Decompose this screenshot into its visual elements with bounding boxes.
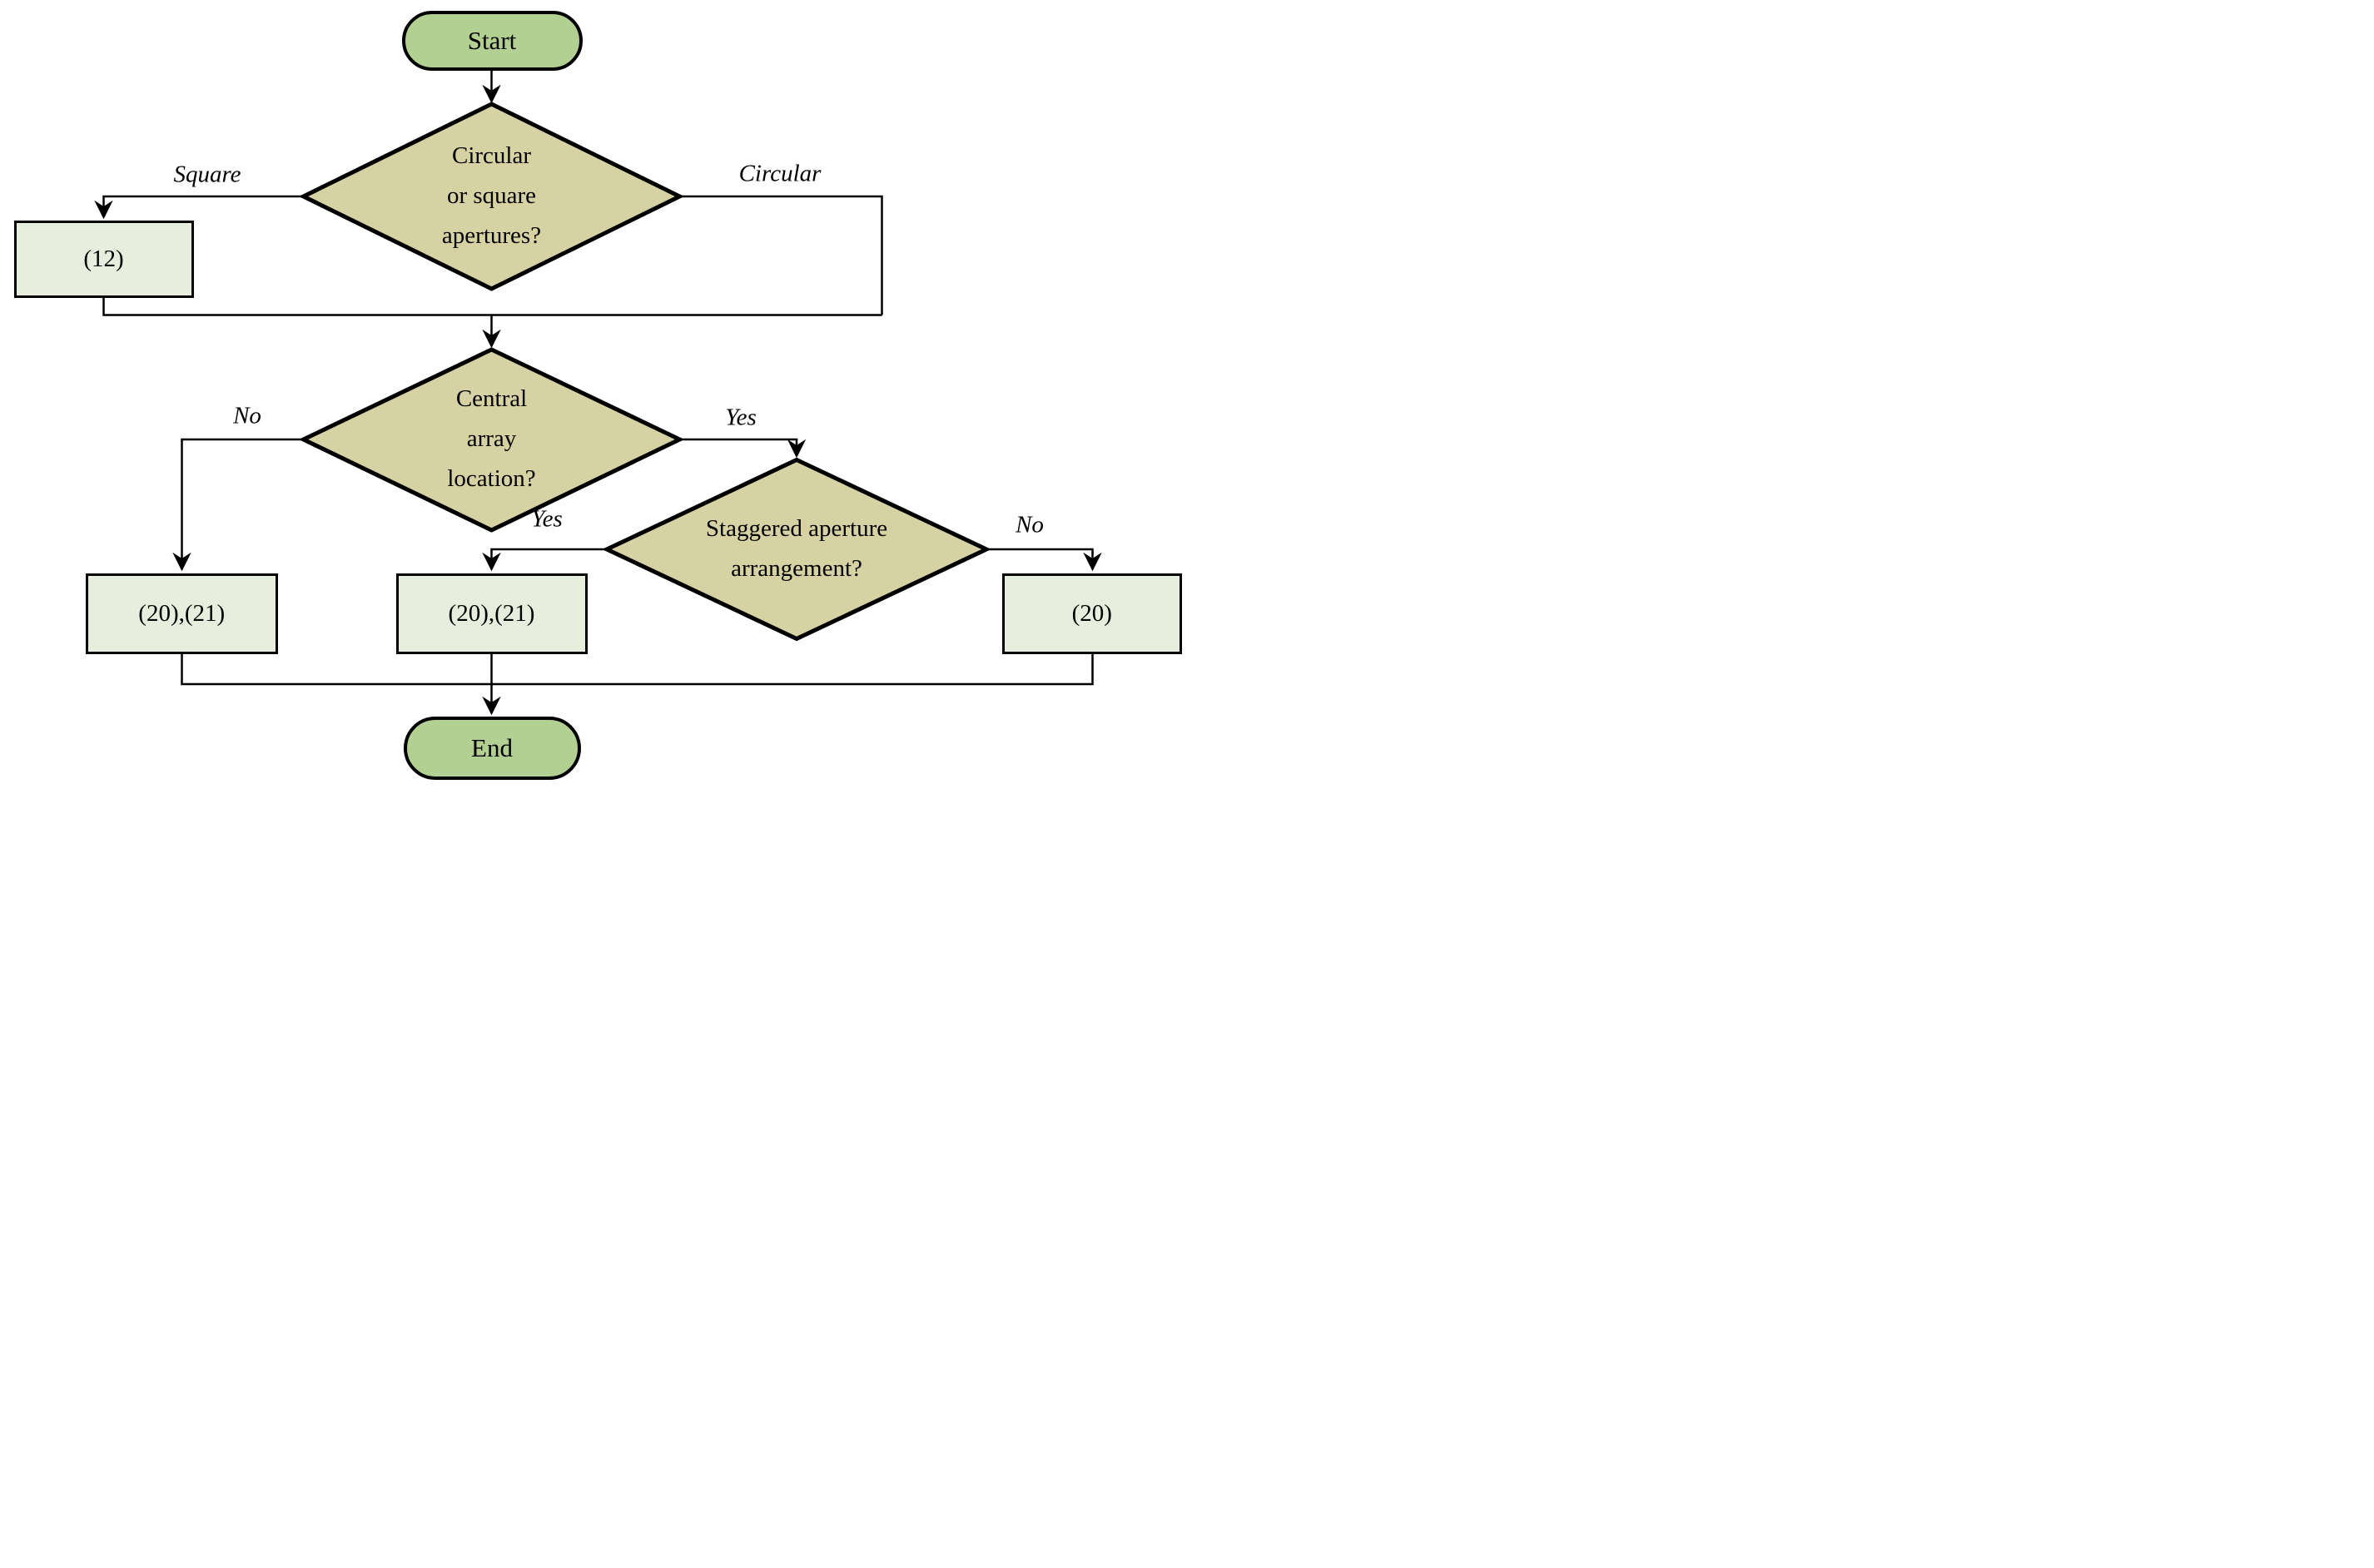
label-circular: Circular xyxy=(738,160,822,187)
label-central-no: No xyxy=(233,402,261,429)
label-staggered-no: No xyxy=(1016,511,1044,538)
process-eq2021-left-label: (20),(21) xyxy=(138,599,226,627)
decision-central-shape xyxy=(298,347,685,533)
flowchart: Start End Circular or square apertures? … xyxy=(0,0,1187,784)
edge-decision3-yes-to-eq2021-center xyxy=(482,548,607,572)
edge-decision3-no-to-eq20 xyxy=(986,548,1102,572)
edge-decision1-circular-down xyxy=(679,195,883,315)
decision-apertures-shape xyxy=(298,102,685,291)
edge-eq12-to-merge xyxy=(102,298,882,316)
decision-staggered-shape xyxy=(602,457,991,642)
start-terminal: Start xyxy=(401,11,583,71)
process-eq20: (20) xyxy=(1001,573,1182,654)
edge-eq20-to-merge xyxy=(490,654,1094,686)
process-eq20-label: (20) xyxy=(1071,599,1112,627)
start-label: Start xyxy=(467,26,517,55)
label-central-yes: Yes xyxy=(725,404,757,431)
edge-decision2-no-to-eq2021-left xyxy=(172,438,304,572)
connector-layer xyxy=(94,71,1102,716)
process-eq2021-left: (20),(21) xyxy=(85,573,278,654)
edge-decision2-yes-to-decision3 xyxy=(679,438,807,459)
label-square: Square xyxy=(173,161,241,188)
label-staggered-yes: Yes xyxy=(531,505,563,533)
process-eq2021-center: (20),(21) xyxy=(395,573,588,654)
end-label: End xyxy=(471,733,513,762)
end-terminal: End xyxy=(403,717,581,780)
process-eq2021-center-label: (20),(21) xyxy=(448,599,535,627)
edge-eq2021-left-to-merge xyxy=(181,654,493,686)
edge-decision1-square-to-eq12 xyxy=(94,195,304,220)
process-eq12: (12) xyxy=(13,221,194,298)
process-eq12-label: (12) xyxy=(83,246,124,272)
